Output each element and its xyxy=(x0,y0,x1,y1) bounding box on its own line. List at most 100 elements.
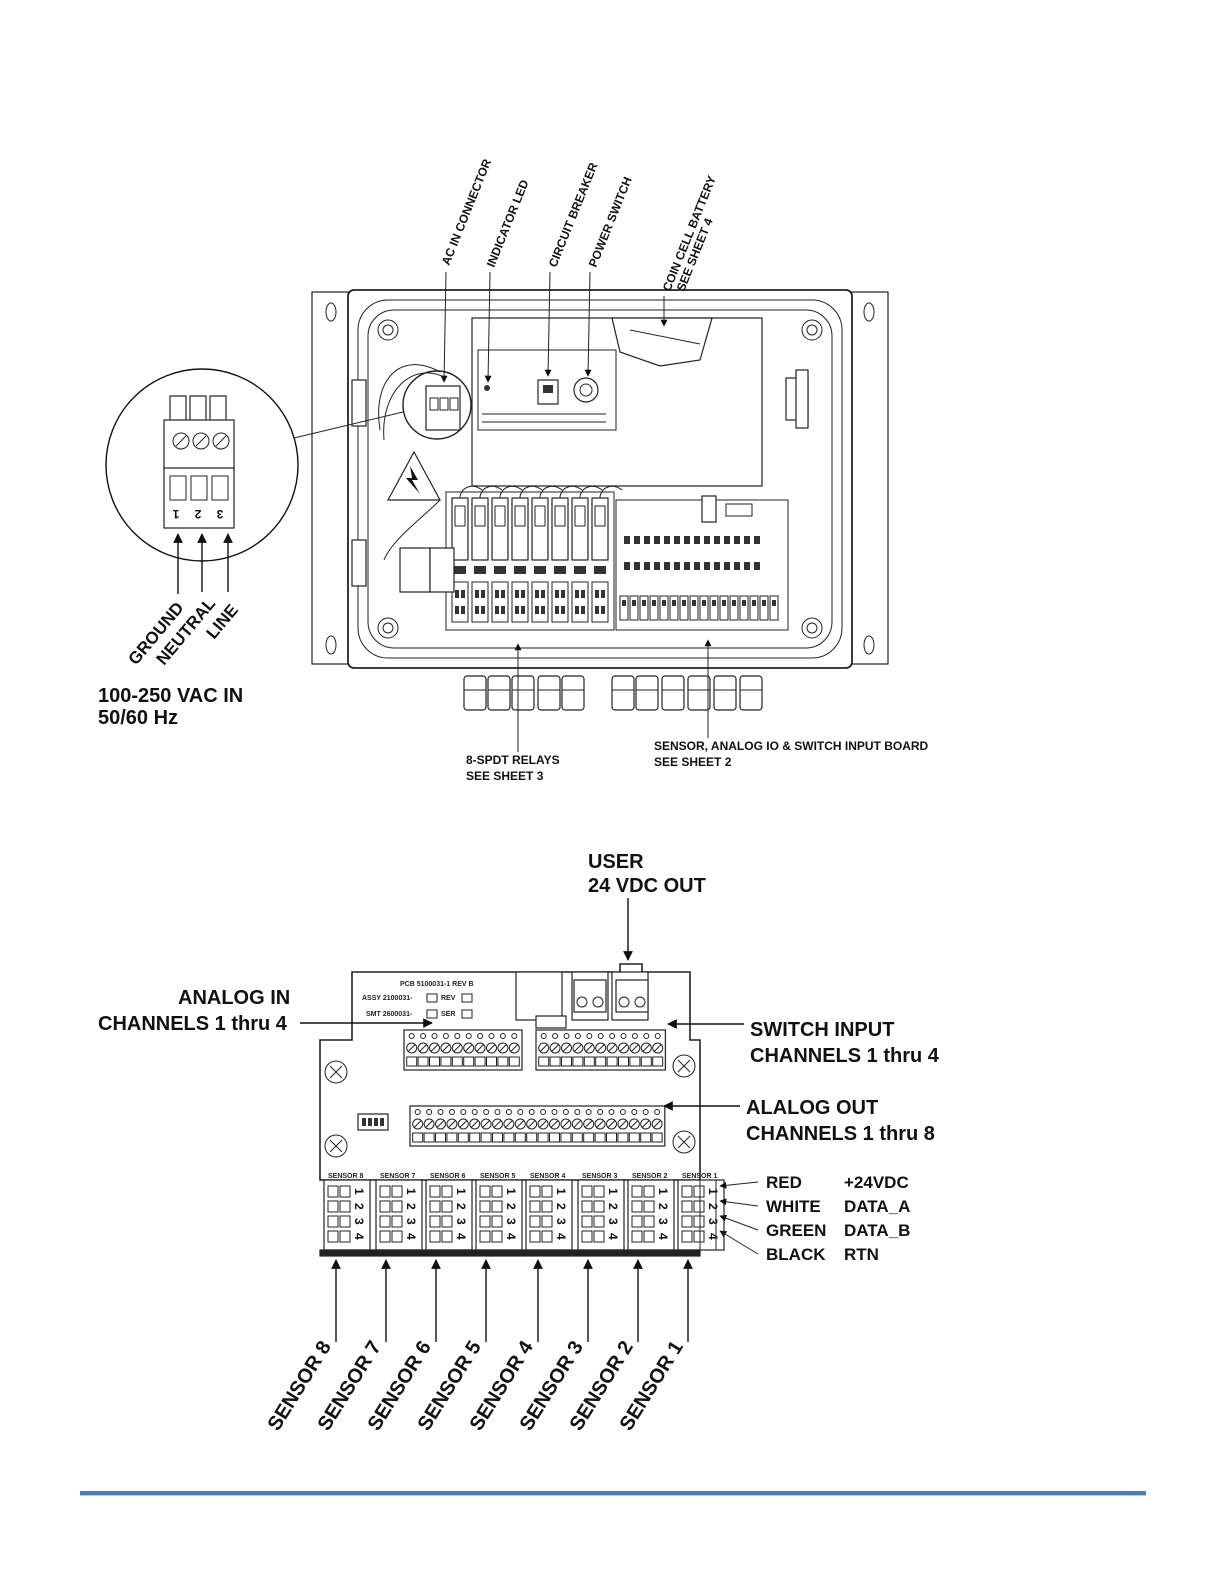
relay xyxy=(511,497,529,561)
sensor-pin-number: 1 xyxy=(404,1188,418,1195)
connector-pin-2: 2 xyxy=(194,507,201,521)
sensor-pin-number: 3 xyxy=(706,1218,720,1225)
wire-signal-label: DATA_A xyxy=(844,1197,910,1216)
wire-color-label: WHITE xyxy=(766,1197,821,1216)
enclosure-diagram xyxy=(311,289,889,711)
switch-input-label: SWITCH INPUT xyxy=(750,1019,894,1041)
sensor-pin-number: 4 xyxy=(404,1233,418,1240)
wire-color-label: BLACK xyxy=(766,1245,826,1264)
relays-sheet-label: SEE SHEET 3 xyxy=(466,769,544,783)
relay xyxy=(571,497,589,561)
coin-cell-battery xyxy=(611,317,713,367)
sensor-pin-number: 4 xyxy=(656,1233,670,1240)
pcb-label: PCB 5100031-1 REV B xyxy=(400,981,474,988)
sensor-pin-number: 2 xyxy=(404,1203,418,1210)
switch-input-channels-label: CHANNELS 1 thru 4 xyxy=(750,1045,940,1067)
sensor-pin-number: 1 xyxy=(504,1188,518,1195)
sensor-terminal-block: 1 2 3 4 SENSOR 6 xyxy=(425,1173,473,1251)
sensor-pin-number: 3 xyxy=(504,1218,518,1225)
wire-signal-label: DATA_B xyxy=(844,1221,910,1240)
input-voltage-label: 100-250 VAC IN xyxy=(98,685,243,707)
sensor-pin-number: 3 xyxy=(656,1218,670,1225)
board-sheet-label: SEE SHEET 2 xyxy=(654,755,732,769)
sensor-pin-number: 2 xyxy=(656,1203,670,1210)
ac-connector-detail: 1 2 3 GROUND NEUTRAL LINE 100-250 VAC IN… xyxy=(98,368,404,729)
sensor-pin-number: 2 xyxy=(606,1203,620,1210)
relay xyxy=(491,497,509,561)
sensor-pin-number: 1 xyxy=(706,1188,720,1195)
smt-label: SMT 2600031- xyxy=(366,1011,413,1018)
sensor-pin-number: 3 xyxy=(352,1218,366,1225)
corner-screws xyxy=(377,319,823,639)
sensor-pin-number: 2 xyxy=(504,1203,518,1210)
relay xyxy=(591,497,609,561)
sensor-pin-number: 3 xyxy=(554,1218,568,1225)
sensor-block-label: SENSOR 1 xyxy=(682,1173,718,1180)
sensor-pin-number: 4 xyxy=(554,1233,568,1240)
indicator-led xyxy=(484,385,490,391)
ac-in-connector xyxy=(425,385,461,431)
sensor-pin-number: 4 xyxy=(606,1233,620,1240)
assy-label: ASSY 2100031- xyxy=(362,995,413,1002)
wire-color-label: RED xyxy=(766,1173,802,1192)
relay xyxy=(531,497,549,561)
io-board-diagram: PCB 5100031-1 REV B ASSY 2100031- REV SM… xyxy=(98,851,940,1435)
footer-rule xyxy=(80,1491,1146,1496)
sensor-pin-number: 1 xyxy=(606,1188,620,1195)
sensor-block-label: SENSOR 8 xyxy=(328,1173,364,1180)
callout-indicator-led: INDICATOR LED xyxy=(484,177,532,269)
analog-out-channels-label: CHANNELS 1 thru 8 xyxy=(746,1123,935,1145)
sensor-terminal-block: 1 2 3 4 SENSOR 4 xyxy=(525,1173,573,1251)
sensor-pin-number: 4 xyxy=(504,1233,518,1240)
relays-label: 8-SPDT RELAYS xyxy=(466,753,560,767)
sensor-pin-number: 2 xyxy=(554,1203,568,1210)
sensor-block-label: SENSOR 7 xyxy=(380,1173,416,1180)
sensor-pin-number: 3 xyxy=(404,1218,418,1225)
connector-pin-3: 3 xyxy=(216,507,223,521)
board-screws xyxy=(324,1054,696,1158)
sensor-terminal-block: 1 2 3 4 SENSOR 7 xyxy=(375,1173,423,1251)
sensor-pin-number: 1 xyxy=(554,1188,568,1195)
rev-label: REV xyxy=(441,995,456,1002)
input-frequency-label: 50/60 Hz xyxy=(98,707,178,729)
connector-pin-1: 1 xyxy=(172,507,179,521)
wire-color-label: GREEN xyxy=(766,1221,826,1240)
sensor-pin-number: 4 xyxy=(454,1233,468,1240)
relay xyxy=(471,497,489,561)
board-label: SENSOR, ANALOG IO & SWITCH INPUT BOARD xyxy=(654,739,929,753)
sensor-wiring-legend: RED +24VDC WHITE DATA_A GREEN DATA_B BLACK RTN xyxy=(719,1173,910,1264)
sensor-pin-number: 3 xyxy=(454,1218,468,1225)
sensor-pin-number: 2 xyxy=(454,1203,468,1210)
sensor-pin-number: 2 xyxy=(706,1203,720,1210)
relay-board xyxy=(451,485,623,623)
callout-ac-in-connector: AC IN CONNECTOR xyxy=(439,157,494,267)
sensor-pin-number: 3 xyxy=(606,1218,620,1225)
wire-signal-label: RTN xyxy=(844,1245,879,1264)
sensor-block-label: SENSOR 4 xyxy=(530,1173,566,1180)
mounting-flange-left xyxy=(311,291,351,665)
power-switch xyxy=(573,377,599,403)
sensor-block-label: SENSOR 3 xyxy=(582,1173,618,1180)
sensor-block-label: SENSOR 2 xyxy=(632,1173,668,1180)
sensor-pin-number: 4 xyxy=(352,1233,366,1240)
sensor-terminal-block: 1 2 3 4 SENSOR 3 xyxy=(577,1173,625,1251)
wire-signal-label: +24VDC xyxy=(844,1173,909,1192)
sensor-terminal-block: 1 2 3 4 SENSOR 1 xyxy=(677,1173,725,1251)
sensor-pin-number: 1 xyxy=(454,1188,468,1195)
sensor-terminal-block: 1 2 3 4 SENSOR 2 xyxy=(627,1173,675,1251)
user-24vdc-label: 24 VDC OUT xyxy=(588,875,706,897)
analog-in-label: ANALOG IN xyxy=(178,987,290,1009)
sensor-pin-number: 4 xyxy=(706,1233,720,1240)
analog-in-channels-label: CHANNELS 1 thru 4 xyxy=(98,1013,288,1035)
sensor-pin-number: 1 xyxy=(656,1188,670,1195)
sensor-pin-number: 1 xyxy=(352,1188,366,1195)
analog-out-label: ALALOG OUT xyxy=(746,1097,878,1119)
cable-glands xyxy=(463,675,763,711)
power-supply-module xyxy=(471,317,763,487)
relay xyxy=(551,497,569,561)
ser-label: SER xyxy=(441,1011,455,1018)
sensor-block-label: SENSOR 6 xyxy=(430,1173,466,1180)
